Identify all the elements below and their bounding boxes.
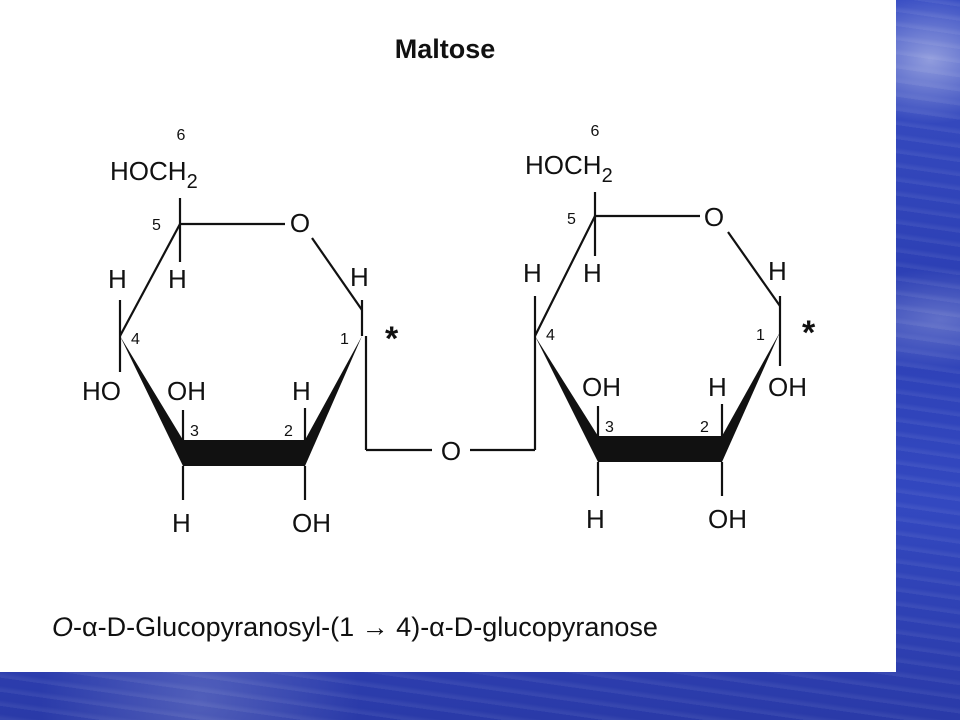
h-c3: H <box>172 508 191 538</box>
left-glucose-ring: 6 HOCH2 5 O H H H 4 1 * HO OH H 3 2 H OH <box>82 127 399 538</box>
diagram-panel <box>0 0 896 672</box>
ho-c4: HO <box>82 376 121 406</box>
ring-oxygen-right: O <box>704 202 724 232</box>
h-c1: H <box>350 262 369 292</box>
oh-c3: OH <box>167 376 206 406</box>
carbon-4-number: 4 <box>131 331 140 348</box>
h-c4-top: H <box>108 264 127 294</box>
oh-c2-right: OH <box>708 504 747 534</box>
anomeric-star-right: * <box>802 314 816 352</box>
carbon-1-number: 1 <box>340 331 349 348</box>
oh-c1-right: OH <box>768 372 807 402</box>
carbon-3-number-right: 3 <box>605 419 614 436</box>
oh-c2: OH <box>292 508 331 538</box>
h-c2: H <box>292 376 311 406</box>
h-c2-right: H <box>708 372 727 402</box>
h-c4-right: H <box>523 258 542 288</box>
hoch2-label: HOCH2 <box>110 156 198 193</box>
bond-c5-c4-right <box>534 215 596 337</box>
bond-o-c1-right <box>727 231 781 307</box>
h-c5-right: H <box>583 258 602 288</box>
bond-c5-c4 <box>119 223 181 337</box>
carbon-6-number: 6 <box>177 127 186 144</box>
wedge-c4-c3 <box>120 336 183 466</box>
carbon-6-number-right: 6 <box>591 123 600 140</box>
diagram-title: Maltose <box>395 34 496 64</box>
systematic-name-caption: O-α-D-Glucopyranosyl-(1 → 4)-α-D-glucopy… <box>52 612 658 642</box>
bond-c3-c2-thick <box>183 440 305 466</box>
h-c3-right: H <box>586 504 605 534</box>
hoch2-label-right: HOCH2 <box>525 150 613 187</box>
ring-oxygen: O <box>290 208 310 238</box>
carbon-2-number-right: 2 <box>700 419 709 436</box>
oh-c3-right: OH <box>582 372 621 402</box>
h-c1-right: H <box>768 256 787 286</box>
carbon-2-number: 2 <box>284 423 293 440</box>
bridge-oxygen: O <box>441 436 461 466</box>
carbon-3-number: 3 <box>190 423 199 440</box>
carbon-1-number-right: 1 <box>756 327 765 344</box>
bond-o-c1 <box>311 237 363 311</box>
bond-c3-c2-thick-right <box>598 436 722 462</box>
glycosidic-bond: O <box>364 336 537 466</box>
anomeric-star: * <box>385 320 399 358</box>
wedge-c4-c3-right <box>535 336 598 462</box>
wedge-c2-c1-right <box>722 332 780 462</box>
carbon-5-number: 5 <box>152 217 161 234</box>
carbon-5-number-right: 5 <box>567 211 576 228</box>
carbon-4-number-right: 4 <box>546 327 555 344</box>
right-glucose-ring: 6 HOCH2 5 O H H H 4 1 * OH H OH 3 2 H OH <box>523 123 816 534</box>
wedge-c2-c1 <box>305 336 362 466</box>
h-c5: H <box>168 264 187 294</box>
